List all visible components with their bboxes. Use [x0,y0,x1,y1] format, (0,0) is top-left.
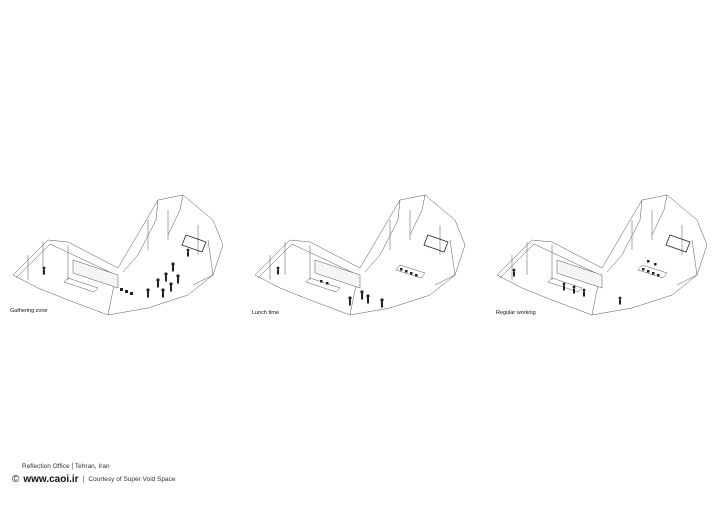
project-info: Reflection Office | Tehran, Iran [22,463,110,470]
website-link[interactable]: www.caoi.ir [23,474,79,485]
floor-plan-drawing [12,194,223,316]
image-credit: Courtesy of Super Void Space [88,476,176,483]
panel-caption: Regular working [496,310,536,316]
copyright-icon: © [12,474,20,485]
separator: | [71,463,74,470]
axonometric-regular-working: Regular working [492,180,707,340]
axonometric-lunch-time: Lunch time [250,180,465,340]
separator: | [82,476,85,483]
project-location: Tehran, Iran [74,463,110,470]
project-name: Reflection Office [22,463,70,470]
panel-caption: Lunch time [252,310,279,316]
credit-line: © www.caoi.ir | Courtesy of Super Void S… [12,474,176,485]
axonometric-gathering-zone: Gathering zone [8,180,223,340]
panel-caption: Gathering zone [10,308,48,314]
floor-plan-drawing [254,194,465,316]
floor-plan-drawing [496,194,707,316]
